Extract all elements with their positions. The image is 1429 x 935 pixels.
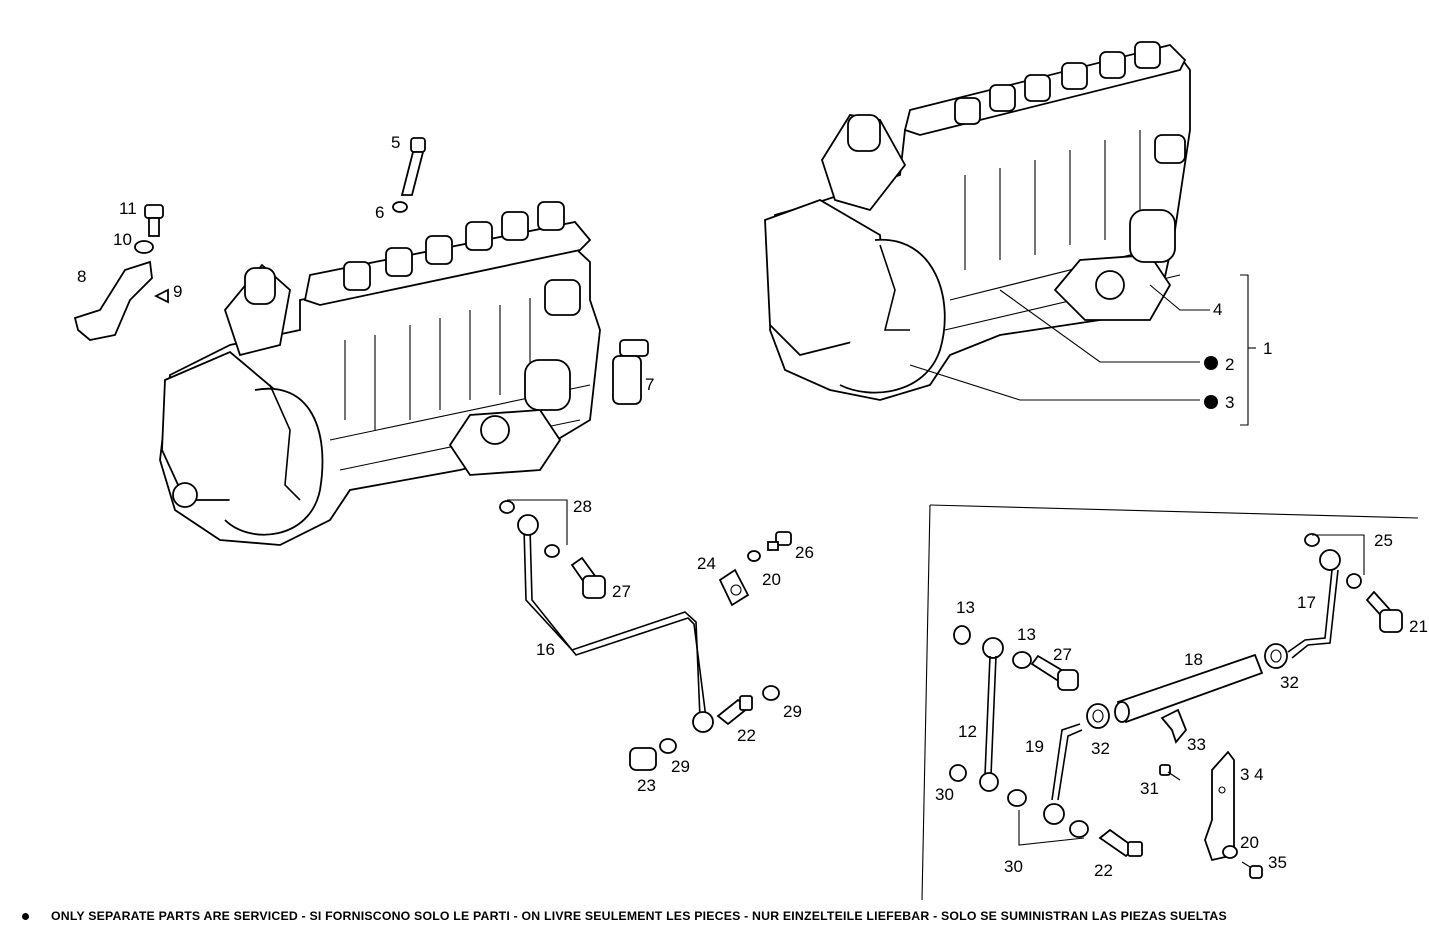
hose-18 <box>1114 653 1264 724</box>
washer-20 <box>747 550 761 562</box>
callout-9: 9 <box>173 282 182 301</box>
seal-10 <box>134 240 154 254</box>
callout-24: 24 <box>697 554 716 573</box>
washer-30c <box>1069 820 1089 838</box>
banjo-bolt-11 <box>144 204 164 237</box>
callout-13b: 13 <box>1017 625 1036 644</box>
bracket-34 <box>1204 750 1235 862</box>
washer-25b <box>1346 573 1362 589</box>
pipe-17 <box>1287 549 1341 659</box>
callout-1: 1 <box>1263 339 1272 358</box>
washer-29a <box>762 685 780 701</box>
washer-13b <box>1012 651 1032 669</box>
callout-22a: 22 <box>737 726 756 745</box>
clip-32b <box>1264 643 1288 669</box>
callout-26: 26 <box>795 543 814 562</box>
callout-20b: 20 <box>1240 833 1259 852</box>
callout-3: 3 <box>1225 393 1234 412</box>
union-22 <box>716 695 753 726</box>
screw-26 <box>767 531 792 551</box>
injection-pump-left <box>159 201 601 546</box>
callout-19: 19 <box>1025 737 1044 756</box>
washer-28b <box>544 544 560 558</box>
washer-30a <box>949 764 967 782</box>
callout-20a: 20 <box>762 570 781 589</box>
callout-34: 3 4 <box>1240 765 1264 784</box>
callout-23: 23 <box>637 776 656 795</box>
callout-28: 28 <box>573 497 592 516</box>
bracket-33 <box>1160 708 1188 744</box>
callout-33: 33 <box>1187 735 1206 754</box>
callout-29b: 29 <box>671 757 690 776</box>
screw-35 <box>1241 861 1263 879</box>
nut-23 <box>629 747 657 771</box>
key-9 <box>153 288 169 304</box>
callout-7: 7 <box>645 375 654 394</box>
callout-16: 16 <box>536 640 555 659</box>
callout-11: 11 <box>119 199 137 218</box>
callout-4: 4 <box>1213 300 1222 319</box>
banjo-bolt-27b <box>1030 654 1079 691</box>
injection-pump-right <box>764 41 1191 401</box>
callout-6: 6 <box>375 203 384 222</box>
washer-28a <box>499 500 515 514</box>
leader-lines-right <box>909 274 1256 426</box>
washer-30b <box>1007 789 1027 807</box>
leader-25 <box>1312 534 1365 575</box>
callout-21: 21 <box>1409 617 1428 636</box>
union-22b <box>1098 828 1143 858</box>
pipe-16 <box>517 514 714 733</box>
callout-35: 35 <box>1268 853 1287 872</box>
callout-30b: 30 <box>1004 857 1023 876</box>
callout-12: 12 <box>958 722 977 741</box>
banjo-bolt-21 <box>1365 590 1403 633</box>
washer-6 <box>392 201 408 213</box>
clamp-24 <box>718 568 750 607</box>
callout-27a: 27 <box>612 582 631 601</box>
footer-note-text: ONLY SEPARATE PARTS ARE SERVICED - SI FO… <box>51 909 1227 923</box>
callout-2: 2 <box>1225 355 1234 374</box>
banjo-bolt-27 <box>570 556 606 599</box>
pipe-12 <box>979 637 1004 792</box>
pipe-19 <box>1043 723 1083 825</box>
leader-30 <box>1018 810 1085 846</box>
callout-25: 25 <box>1374 531 1393 550</box>
callout-17: 17 <box>1297 593 1316 612</box>
callout-labels: 1 2 3 4 5 6 7 8 9 10 11 12 13 13 16 17 1… <box>77 133 1428 880</box>
washer-13a <box>953 625 971 645</box>
callout-18: 18 <box>1184 650 1203 669</box>
leader-28 <box>507 499 568 545</box>
washer-29b <box>659 738 677 754</box>
footer-note: ONLY SEPARATE PARTS ARE SERVICED - SI FO… <box>0 903 1429 929</box>
callout-32a: 32 <box>1091 739 1110 758</box>
callout-22b: 22 <box>1094 861 1113 880</box>
bolt-5 <box>400 137 426 196</box>
kit-frame <box>921 504 1419 901</box>
plug-7 <box>612 339 649 405</box>
bullet-dot-icon <box>22 912 29 920</box>
callout-8: 8 <box>77 267 86 286</box>
callout-29a: 29 <box>783 702 802 721</box>
screw-31 <box>1159 764 1181 781</box>
clip-32 <box>1086 703 1110 729</box>
callout-30a: 30 <box>935 785 954 804</box>
callout-32b: 32 <box>1280 673 1299 692</box>
serviced-separately-dot-3 <box>1204 395 1218 409</box>
callout-5: 5 <box>391 133 400 152</box>
callout-27b: 27 <box>1053 645 1072 664</box>
callout-13a: 13 <box>956 598 975 617</box>
serviced-separately-dot-2 <box>1204 356 1218 370</box>
callout-10: 10 <box>113 230 132 249</box>
washer-20b <box>1222 845 1238 859</box>
callout-31: 31 <box>1140 779 1159 798</box>
lever-8 <box>73 260 153 341</box>
washer-25a <box>1304 533 1320 547</box>
